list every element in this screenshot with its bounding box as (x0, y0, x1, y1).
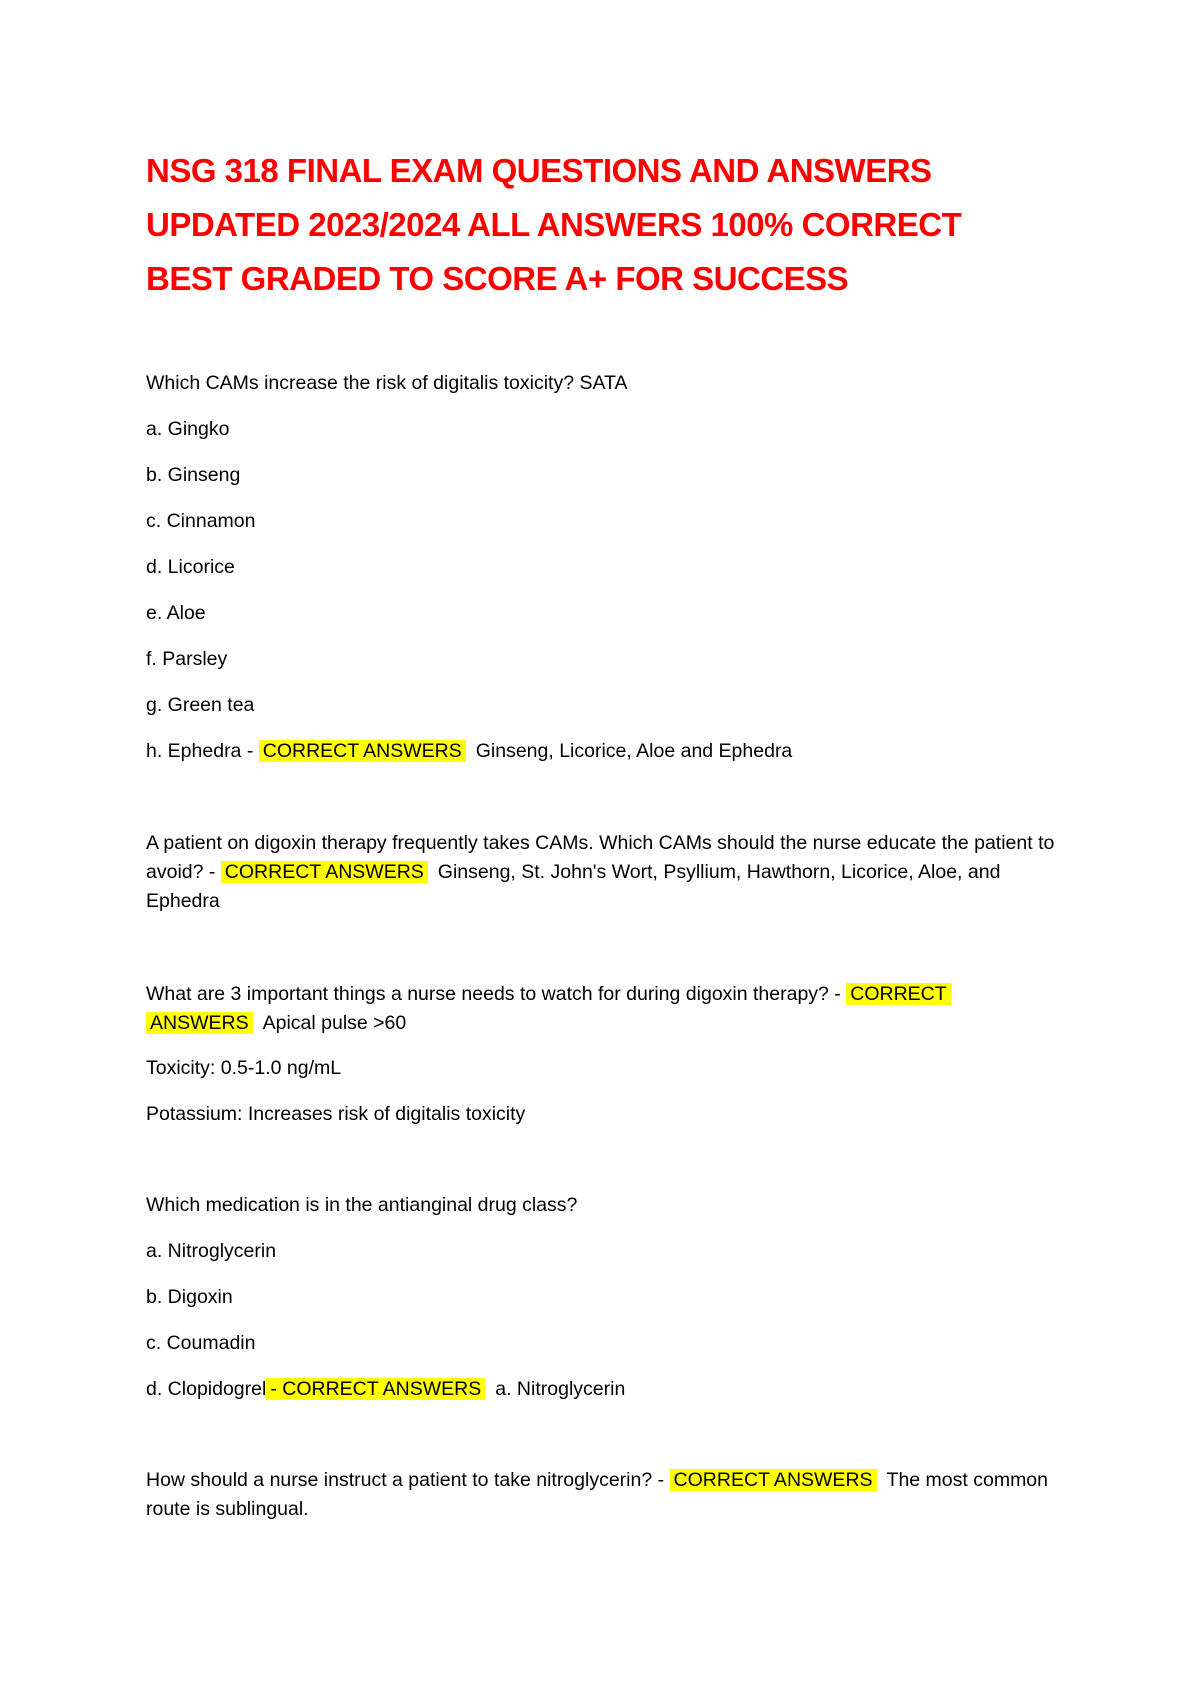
q1-option-d: d. Licorice (146, 556, 235, 578)
document-title: NSG 318 FINAL EXAM QUESTIONS AND ANSWERS… (146, 144, 1046, 306)
q2-question: A patient on digoxin therapy frequently … (146, 832, 1055, 883)
title-line-2: UPDATED 2023/2024 ALL ANSWERS 100% CORRE… (146, 206, 962, 243)
q2-block: A patient on digoxin therapy frequently … (146, 829, 1066, 916)
q1-answer: Ginseng, Licorice, Aloe and Ephedra (475, 740, 793, 762)
q5-block: How should a nurse instruct a patient to… (146, 1466, 1066, 1524)
title-line-1: NSG 318 FINAL EXAM QUESTIONS AND ANSWERS (146, 152, 932, 189)
q3-block: What are 3 important things a nurse need… (146, 980, 1066, 1038)
q4-question: Which medication is in the antianginal d… (146, 1194, 578, 1216)
q4-option-a: a. Nitroglycerin (146, 1240, 277, 1262)
correct-answers-label-part1: CORRECT (846, 983, 951, 1005)
correct-answers-label: CORRECT ANSWERS (220, 861, 428, 883)
q1-option-f: f. Parsley (146, 648, 228, 670)
q3-detail-potassium: Potassium: Increases risk of digitalis t… (146, 1103, 526, 1125)
q1-option-h: h. Ephedra - (146, 740, 259, 762)
q1-question: Which CAMs increase the risk of digitali… (146, 372, 628, 394)
q5-question: How should a nurse instruct a patient to… (146, 1469, 670, 1491)
q4-option-d: d. Clopidogrel (146, 1378, 267, 1400)
q5-answer: The most common route is sublingual. (146, 1469, 1048, 1520)
q4-option-c: c. Coumadin (146, 1332, 256, 1354)
q1-option-c: c. Cinnamon (146, 510, 256, 532)
correct-answers-label-part2: ANSWERS (146, 1012, 253, 1034)
q3-answer: Apical pulse >60 (262, 1012, 407, 1034)
q1-option-e: e. Aloe (146, 602, 206, 624)
q4-answer-line: d. Clopidogrel- CORRECT ANSWERS a. Nitrog… (146, 1375, 625, 1404)
q4-option-b: b. Digoxin (146, 1286, 233, 1308)
q2-answer: Ginseng, St. John's Wort, Psyllium, Hawt… (146, 861, 1001, 912)
q1-answer-line: h. Ephedra - CORRECT ANSWERS Ginseng, Lic… (146, 737, 792, 766)
q1-option-a: a. Gingko (146, 418, 230, 440)
title-line-3: BEST GRADED TO SCORE A+ FOR SUCCESS (146, 260, 849, 297)
q1-option-b: b. Ginseng (146, 464, 241, 486)
q4-answer: a. Nitroglycerin (495, 1378, 626, 1400)
correct-answers-label: CORRECT ANSWERS (258, 740, 466, 762)
q1-option-g: g. Green tea (146, 694, 255, 716)
q3-question: What are 3 important things a nurse need… (146, 983, 847, 1005)
correct-answers-label: CORRECT ANSWERS (669, 1469, 877, 1491)
correct-answers-label: - CORRECT ANSWERS (266, 1378, 486, 1400)
q3-detail-toxicity: Toxicity: 0.5-1.0 ng/mL (146, 1057, 342, 1079)
